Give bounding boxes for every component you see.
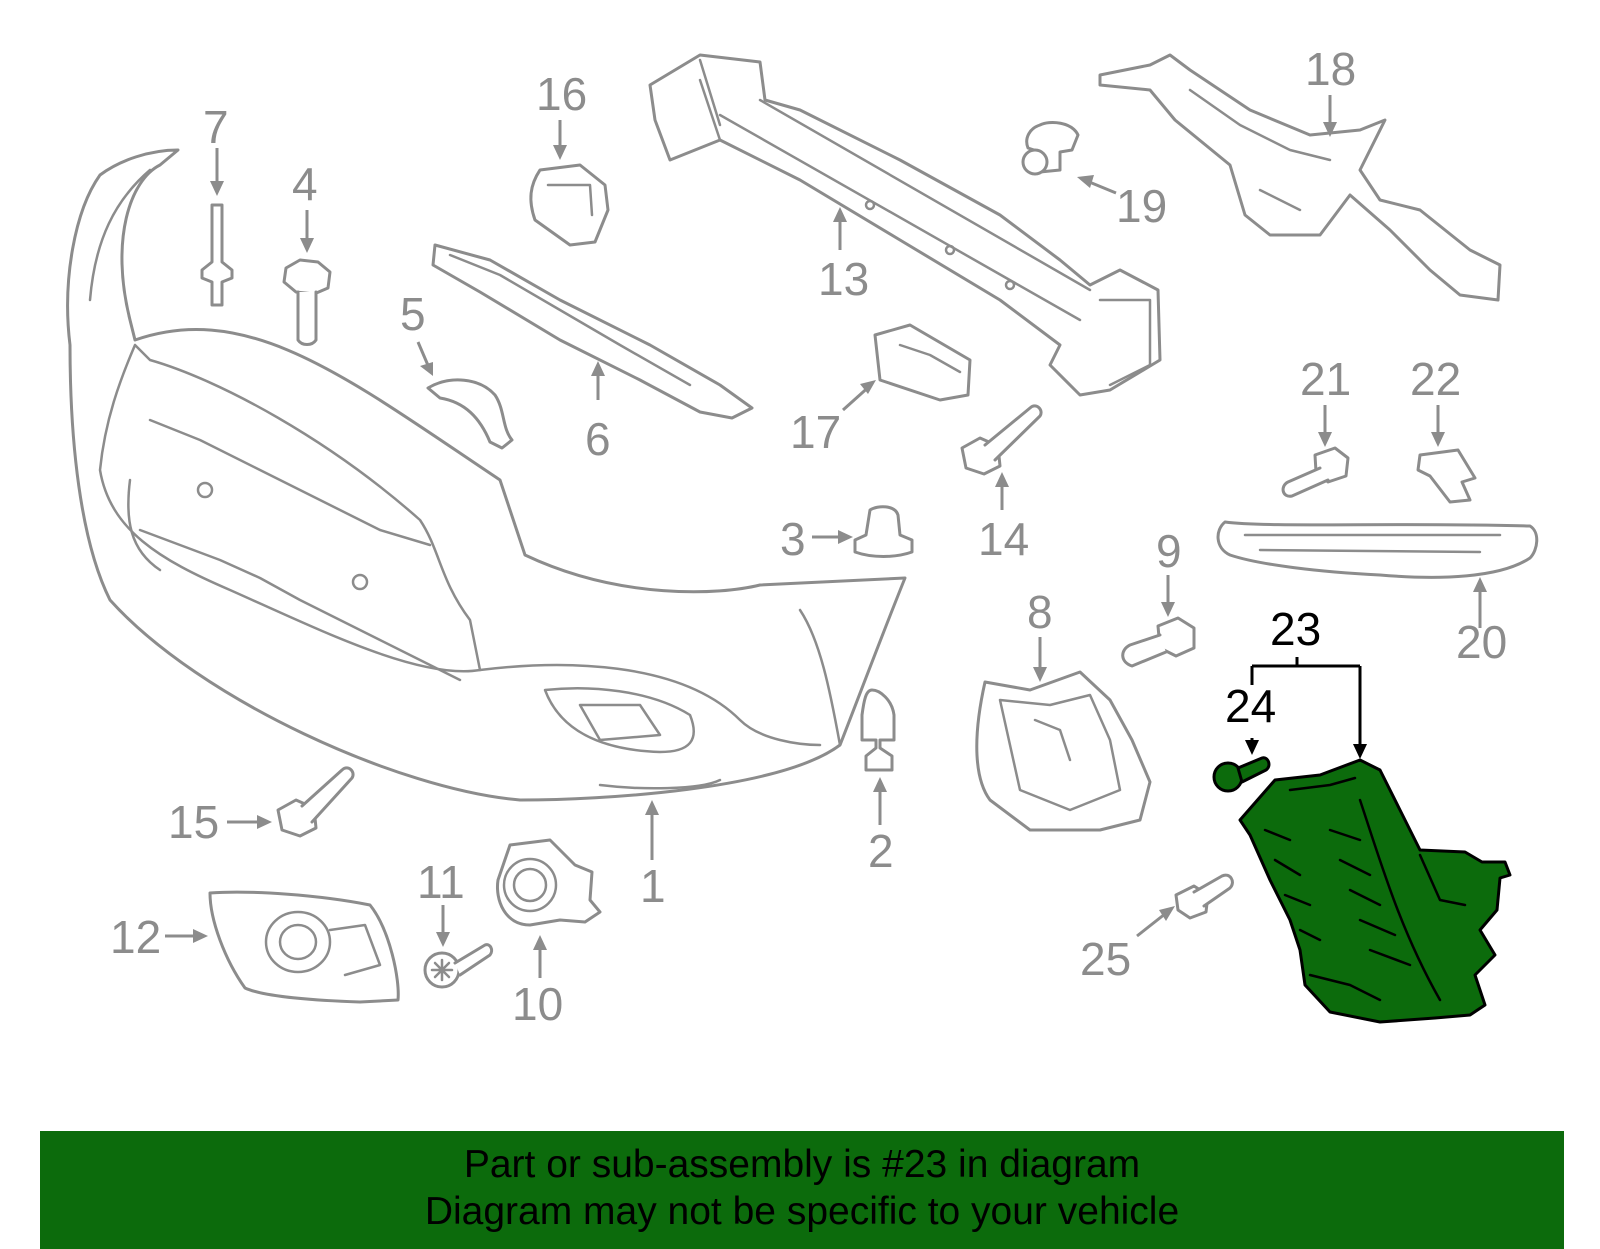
callout-20: 20 <box>1456 616 1507 668</box>
callout-19: 19 <box>1116 180 1167 232</box>
callout-17: 17 <box>790 406 841 458</box>
callout-5: 5 <box>400 288 426 340</box>
part-15-bolt[interactable] <box>276 766 355 838</box>
part-21-screw[interactable] <box>1281 446 1350 498</box>
callout-14: 14 <box>978 513 1029 565</box>
callout-22: 22 <box>1410 353 1461 405</box>
part-23-drl-lamp-highlighted[interactable] <box>1238 758 1512 1024</box>
part-20-lower-trim[interactable] <box>1216 520 1539 579</box>
part-18-support[interactable] <box>1098 53 1502 302</box>
callout-21: 21 <box>1300 353 1351 405</box>
part-11-screw[interactable] <box>423 943 494 989</box>
part-4-bolt[interactable] <box>282 258 332 346</box>
part-6-support-rail[interactable] <box>431 243 754 420</box>
part-9-bolt[interactable] <box>1121 616 1196 668</box>
callout-4: 4 <box>292 158 318 210</box>
part-2-push-clip[interactable] <box>860 688 896 772</box>
part-19-clip[interactable] <box>1021 121 1080 176</box>
callout-24: 24 <box>1225 680 1276 732</box>
info-banner: Part or sub-assembly is #23 in diagram D… <box>40 1131 1564 1249</box>
callout-11: 11 <box>417 856 465 908</box>
callout-9: 9 <box>1156 525 1182 577</box>
callout-2: 2 <box>868 825 894 877</box>
callout-13: 13 <box>818 253 869 305</box>
part-14-bolt[interactable] <box>960 404 1043 476</box>
part-8-bracket[interactable] <box>975 670 1152 832</box>
part-17-bracket[interactable] <box>873 323 972 402</box>
banner-line-part-number: Part or sub-assembly is #23 in diagram <box>463 1143 1141 1186</box>
part-7-retainer-pin[interactable] <box>200 203 234 307</box>
callout-15: 15 <box>168 796 219 848</box>
callout-18: 18 <box>1305 43 1356 95</box>
callout-16: 16 <box>536 68 587 120</box>
part-25-screw[interactable] <box>1174 873 1234 920</box>
callout-3: 3 <box>780 513 806 565</box>
part-12-fog-bezel[interactable] <box>208 890 400 1004</box>
callout-1: 1 <box>640 860 666 912</box>
callout-7: 7 <box>203 101 229 153</box>
callout-25: 25 <box>1080 933 1131 985</box>
banner-line-disclaimer: Diagram may not be specific to your vehi… <box>424 1190 1180 1233</box>
callout-6: 6 <box>585 413 611 465</box>
part-16-bracket[interactable] <box>529 163 610 247</box>
part-13-reinforcement-beam[interactable] <box>648 53 1162 397</box>
part-1-bumper-cover[interactable] <box>66 148 907 802</box>
part-24-screw-highlighted[interactable] <box>1212 756 1271 793</box>
callout-10: 10 <box>512 978 563 1030</box>
part-22-clip[interactable] <box>1416 448 1477 504</box>
callout-8: 8 <box>1027 586 1053 638</box>
callout-23: 23 <box>1270 603 1321 655</box>
part-3-clip[interactable] <box>853 505 914 558</box>
callout-12: 12 <box>110 911 161 963</box>
part-5-bracket[interactable] <box>426 378 514 450</box>
part-10-fog-lamp[interactable] <box>495 838 602 927</box>
